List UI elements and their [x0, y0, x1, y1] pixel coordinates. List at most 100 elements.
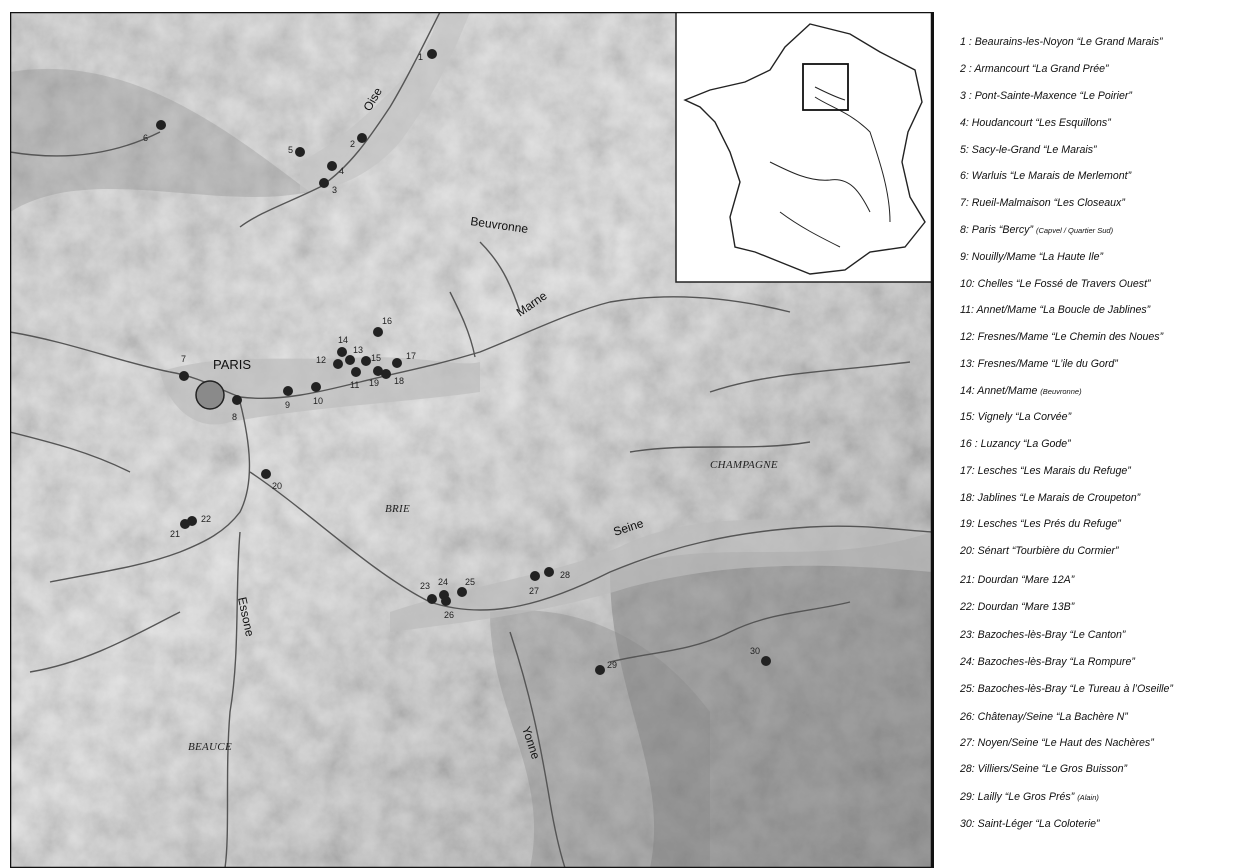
site-marker-5: [295, 147, 305, 157]
region-label-beauce: BEAUCE: [188, 741, 232, 753]
site-marker-26: [441, 596, 451, 606]
legend-item: 27: Noyen/Seine “Le Haut des Nachères”: [960, 737, 1154, 749]
legend-item: 20: Sénart “Tourbière du Cormier”: [960, 545, 1119, 557]
site-number-23: 23: [420, 581, 430, 591]
site-number-27: 27: [529, 586, 539, 596]
site-marker-16: [373, 327, 383, 337]
city-label-paris: PARIS: [213, 357, 251, 372]
site-marker-18: [381, 369, 391, 379]
north-hills: [10, 68, 310, 212]
relief-map-svg: PARIS CHAMPAGNE BRIE BEAUCE Oise Beuvron…: [10, 12, 932, 868]
inset-river-loire: [769, 161, 871, 213]
inset-map-france: [675, 12, 932, 283]
region-label-champagne: CHAMPAGNE: [710, 459, 778, 471]
highland-shading: [610, 532, 932, 868]
site-number-18: 18: [394, 376, 404, 386]
legend-item: 3 : Pont-Sainte-Maxence “Le Poirier”: [960, 90, 1132, 102]
site-legend: 1 : Beaurains-les-Noyon “Le Grand Marais…: [932, 0, 1244, 868]
site-marker-9: [283, 386, 293, 396]
site-number-3: 3: [332, 185, 337, 195]
site-marker-7: [179, 371, 189, 381]
legend-item: 12: Fresnes/Mame “Le Chemin des Noues”: [960, 331, 1164, 343]
legend-item: 19: Lesches “Les Prés du Refuge”: [960, 518, 1121, 530]
legend-item: 2 : Armancourt “La Grand Prée”: [960, 63, 1109, 75]
legend-item: 23: Bazoches-lès-Bray “Le Canton”: [960, 629, 1126, 641]
site-number-29: 29: [607, 660, 617, 670]
site-marker-20: [261, 469, 271, 479]
site-number-7: 7: [181, 354, 186, 364]
legend-item: 14: Annet/Mame (Beuvronne): [960, 385, 1082, 397]
site-marker-12: [333, 359, 343, 369]
legend-item: 6: Warluis “Le Marais de Merlemont”: [960, 170, 1132, 182]
legend-divider: [932, 12, 934, 868]
site-number-2: 2: [350, 139, 355, 149]
legend-item: 22: Dourdan “Mare 13B”: [960, 601, 1075, 613]
site-number-30: 30: [750, 646, 760, 656]
inset-river-rhone: [814, 96, 891, 223]
highland-shading-2: [490, 610, 710, 868]
legend-item: 28: Villiers/Seine “Le Gros Buisson”: [960, 763, 1128, 775]
site-marker-19: [373, 366, 383, 376]
site-number-17: 17: [406, 351, 416, 361]
site-number-20: 20: [272, 481, 282, 491]
site-marker-23: [427, 594, 437, 604]
inset-river-seine: [814, 86, 846, 101]
legend-item: 17: Lesches “Les Marais du Refuge”: [960, 465, 1131, 477]
site-number-24: 24: [438, 577, 448, 587]
site-marker-15: [361, 356, 371, 366]
legend-item: 25: Bazoches-lès-Bray “Le Tureau à l’Ose…: [960, 683, 1173, 695]
site-marker-29: [595, 665, 605, 675]
site-number-19: 19: [369, 378, 379, 388]
site-number-12: 12: [316, 355, 326, 365]
site-marker-22: [187, 516, 197, 526]
site-number-8: 8: [232, 412, 237, 422]
legend-item: 9: Nouilly/Mame “La Haute Ile”: [960, 251, 1104, 263]
legend-item: 11: Annet/Mame “La Boucle de Jablines”: [960, 304, 1151, 316]
site-number-5: 5: [288, 145, 293, 155]
legend-item: 15: Vignely “La Corvée”: [960, 411, 1072, 423]
legend-item: 16 : Luzancy “La Gode”: [960, 438, 1071, 450]
legend-item: 10: Chelles “Le Fossé de Travers Ouest”: [960, 278, 1151, 290]
site-marker-11: [351, 367, 361, 377]
site-number-22: 22: [201, 514, 211, 524]
site-number-26: 26: [444, 610, 454, 620]
site-marker-10: [311, 382, 321, 392]
site-number-10: 10: [313, 396, 323, 406]
legend-item: 29: Lailly “Le Gros Prés” (Alain): [960, 791, 1099, 803]
site-number-11: 11: [350, 380, 359, 390]
site-number-6: 6: [143, 133, 148, 143]
site-marker-8: [232, 395, 242, 405]
site-markers: 1 2 3 4 5 6 7 8 9 10 11 12 13 14 15 16 1…: [143, 49, 771, 675]
site-number-13: 13: [353, 345, 363, 355]
site-number-15: 15: [371, 353, 381, 363]
legend-item: 7: Rueil-Malmaison “Les Closeaux”: [960, 197, 1125, 209]
site-marker-25: [457, 587, 467, 597]
legend-item: 30: Saint-Léger “La Coloterie”: [960, 818, 1100, 830]
site-number-9: 9: [285, 400, 290, 410]
site-number-28: 28: [560, 570, 570, 580]
site-marker-6: [156, 120, 166, 130]
legend-item: 21: Dourdan “Mare 12A”: [960, 574, 1075, 586]
oise-valley: [300, 12, 470, 192]
site-marker-4: [327, 161, 337, 171]
site-marker-14: [337, 347, 347, 357]
legend-item: 4: Houdancourt “Les Esquillons”: [960, 117, 1111, 129]
study-area-box: [802, 63, 849, 111]
site-marker-3: [319, 178, 329, 188]
legend-item: 1 : Beaurains-les-Noyon “Le Grand Marais…: [960, 36, 1163, 48]
site-number-25: 25: [465, 577, 475, 587]
site-number-1: 1: [418, 52, 423, 62]
legend-item: 5: Sacy-le-Grand “Le Marais”: [960, 144, 1097, 156]
paris-marker: [195, 380, 225, 410]
legend-item: 26: Châtenay/Seine “La Bachère N”: [960, 711, 1128, 723]
site-marker-30: [761, 656, 771, 666]
inset-river-garonne: [779, 211, 841, 248]
site-marker-17: [392, 358, 402, 368]
river-network: [10, 12, 932, 868]
legend-item: 13: Fresnes/Mame “L’ile du Gord”: [960, 358, 1118, 370]
legend-item: 8: Paris “Bercy” (Capvel / Quartier Sud): [960, 224, 1114, 236]
relief-map: PARIS CHAMPAGNE BRIE BEAUCE Oise Beuvron…: [10, 12, 932, 868]
site-marker-1: [427, 49, 437, 59]
site-number-14: 14: [338, 335, 348, 345]
site-number-4: 4: [339, 166, 344, 176]
